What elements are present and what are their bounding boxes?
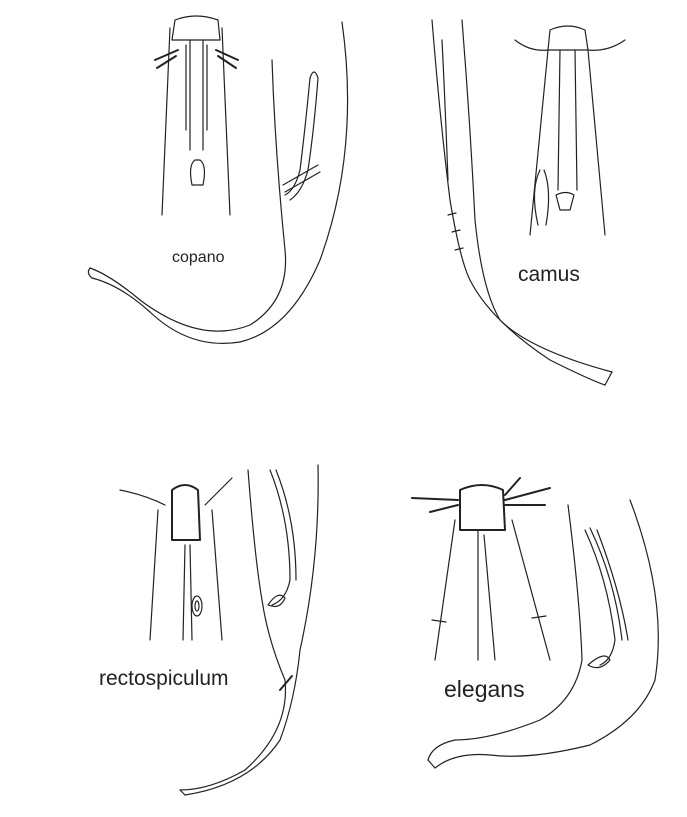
camus-head-drawing	[514, 25, 626, 236]
label-rectospiculum: rectospiculum	[99, 667, 229, 690]
label-elegans: elegans	[444, 676, 525, 702]
rectospiculum-tail-drawing	[179, 464, 319, 796]
rectospiculum-head-drawing	[119, 477, 233, 641]
camus-tail-drawing	[431, 19, 613, 386]
label-camus: camus	[518, 263, 580, 286]
elegans-tail-drawing	[427, 499, 659, 769]
label-copano: copano	[172, 249, 225, 266]
elegans-head-drawing	[411, 477, 551, 661]
copano-head-drawing	[154, 15, 239, 216]
copano-tail-drawing	[87, 21, 349, 344]
